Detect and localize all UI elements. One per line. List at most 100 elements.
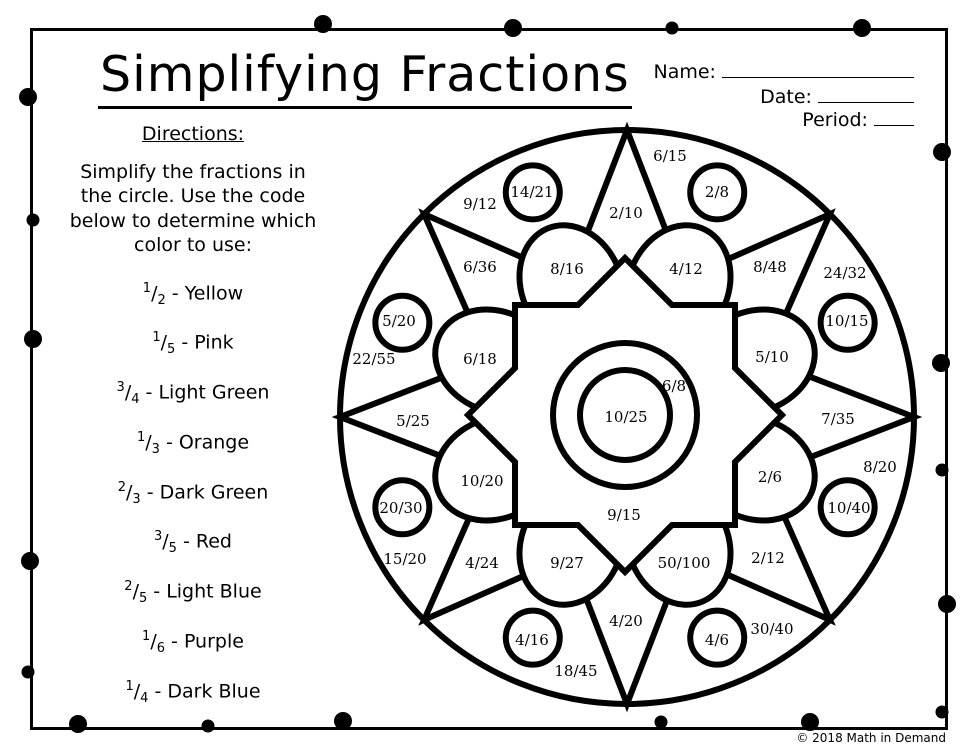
border-dot — [24, 330, 42, 348]
code-color: Yellow — [184, 281, 244, 304]
fraction-label: 14/21 — [510, 183, 553, 201]
code-denominator: 4 — [131, 392, 140, 408]
border-dot — [935, 705, 949, 719]
fraction-label: 2/8 — [705, 183, 729, 201]
fraction-label: 9/15 — [607, 506, 641, 524]
small-circle[interactable] — [502, 607, 563, 668]
code-numerator: 3 — [153, 529, 163, 545]
fraction-label: 6/18 — [463, 350, 497, 368]
code-numerator: 1 — [152, 330, 161, 346]
fraction-label: 8/16 — [550, 260, 584, 278]
border-dot — [801, 713, 819, 731]
code-color: Light Green — [158, 381, 270, 404]
color-code-item: 1/6 - Purple — [142, 629, 244, 657]
fraction-label: 20/30 — [379, 499, 422, 517]
border-dot — [932, 354, 950, 372]
directions-heading: Directions: — [141, 123, 245, 145]
fraction-label: 4/20 — [609, 612, 643, 630]
small-circle[interactable] — [372, 292, 433, 353]
fraction-label: 4/24 — [465, 554, 499, 572]
center-circle[interactable] — [577, 367, 673, 463]
fraction-label: 5/10 — [755, 348, 789, 366]
fraction-label: 10/15 — [825, 312, 868, 330]
fraction-label: 10/40 — [827, 499, 870, 517]
small-circle[interactable] — [502, 162, 563, 223]
color-code-list: 1/2 - Yellow 1/5 - Pink 3/4 - Light Green 1… — [58, 277, 328, 725]
small-circle[interactable] — [817, 477, 878, 538]
date-line[interactable] — [818, 85, 914, 103]
code-denominator: 3 — [151, 442, 160, 458]
color-code-item: 1/5 - Pink — [152, 330, 234, 358]
code-denominator: 5 — [138, 591, 148, 607]
border-dot — [938, 595, 956, 613]
color-code-item: 1/2 - Yellow — [142, 280, 244, 308]
border-dot — [69, 715, 87, 733]
code-numerator: 2 — [117, 479, 126, 495]
code-denominator: 6 — [156, 641, 165, 657]
small-circle[interactable] — [687, 162, 748, 223]
directions-text: Simplify the fractions in the circle. Us… — [69, 160, 317, 257]
border-dot — [21, 665, 35, 679]
directions-panel: Directions: Simplify the fractions in th… — [58, 122, 328, 725]
date-label: Date: — [760, 86, 812, 108]
border-dot — [334, 712, 352, 730]
fraction-label: 7/35 — [821, 410, 855, 428]
fraction-label: 4/16 — [515, 631, 549, 649]
fraction-label: 4/12 — [669, 260, 703, 278]
color-code-item: 2/5 - Light Blue — [124, 579, 262, 607]
code-color: Orange — [178, 431, 250, 454]
border-dot — [853, 19, 871, 37]
fraction-label: 9/12 — [463, 195, 497, 213]
color-code-item: 2/3 - Dark Green — [117, 479, 269, 507]
fraction-label: 10/25 — [604, 408, 647, 426]
small-circle[interactable] — [817, 292, 878, 353]
fraction-label: 6/15 — [653, 147, 687, 165]
period-label: Period: — [802, 109, 868, 131]
code-numerator: 1 — [142, 629, 151, 645]
name-line[interactable] — [722, 60, 914, 78]
fraction-label: 8/48 — [753, 258, 787, 276]
fraction-label: 10/20 — [460, 472, 503, 490]
border-dot — [665, 21, 679, 35]
code-denominator: 5 — [167, 342, 176, 358]
code-color: Light Blue — [166, 580, 262, 603]
period-field[interactable]: Period: — [802, 108, 914, 132]
code-numerator: 1 — [125, 678, 134, 694]
code-denominator: 4 — [140, 691, 149, 706]
border-dot — [19, 88, 37, 106]
border-dot — [504, 19, 522, 37]
period-line[interactable] — [874, 108, 914, 126]
color-code-item: 3/5 - Red — [153, 529, 232, 557]
fraction-label: 22/55 — [352, 350, 395, 368]
fraction-label: 5/20 — [382, 312, 416, 330]
fraction-label: 18/45 — [554, 662, 597, 680]
date-field[interactable]: Date: — [760, 85, 914, 109]
fraction-label: 9/27 — [550, 554, 584, 572]
border-dot — [314, 15, 332, 33]
small-circle[interactable] — [687, 607, 748, 668]
code-denominator: 5 — [168, 541, 177, 557]
code-color: Dark Blue — [167, 680, 261, 703]
border-dot — [933, 143, 951, 161]
name-field[interactable]: Name: — [653, 60, 914, 84]
fraction-label: 2/6 — [758, 468, 782, 486]
code-color: Pink — [194, 331, 234, 354]
code-numerator: 1 — [136, 429, 146, 445]
fraction-label: 5/25 — [396, 412, 430, 430]
border-dot — [21, 552, 39, 570]
fraction-label: 2/10 — [609, 204, 643, 222]
small-circle[interactable] — [372, 477, 433, 538]
page-border — [30, 28, 948, 730]
border-dot — [26, 213, 40, 227]
fraction-label: 15/20 — [383, 550, 426, 568]
color-code-item: 1/4 - Dark Blue — [125, 678, 261, 706]
fraction-label: 30/40 — [750, 620, 793, 638]
fraction-label: 2/12 — [751, 549, 785, 567]
fraction-label: 24/32 — [823, 264, 866, 282]
border-dot — [935, 463, 949, 477]
color-code-item: 3/4 - Light Green — [116, 380, 270, 408]
fraction-label: 50/100 — [658, 554, 711, 572]
fraction-label: 6/8 — [662, 377, 686, 395]
border-dot — [654, 715, 668, 729]
